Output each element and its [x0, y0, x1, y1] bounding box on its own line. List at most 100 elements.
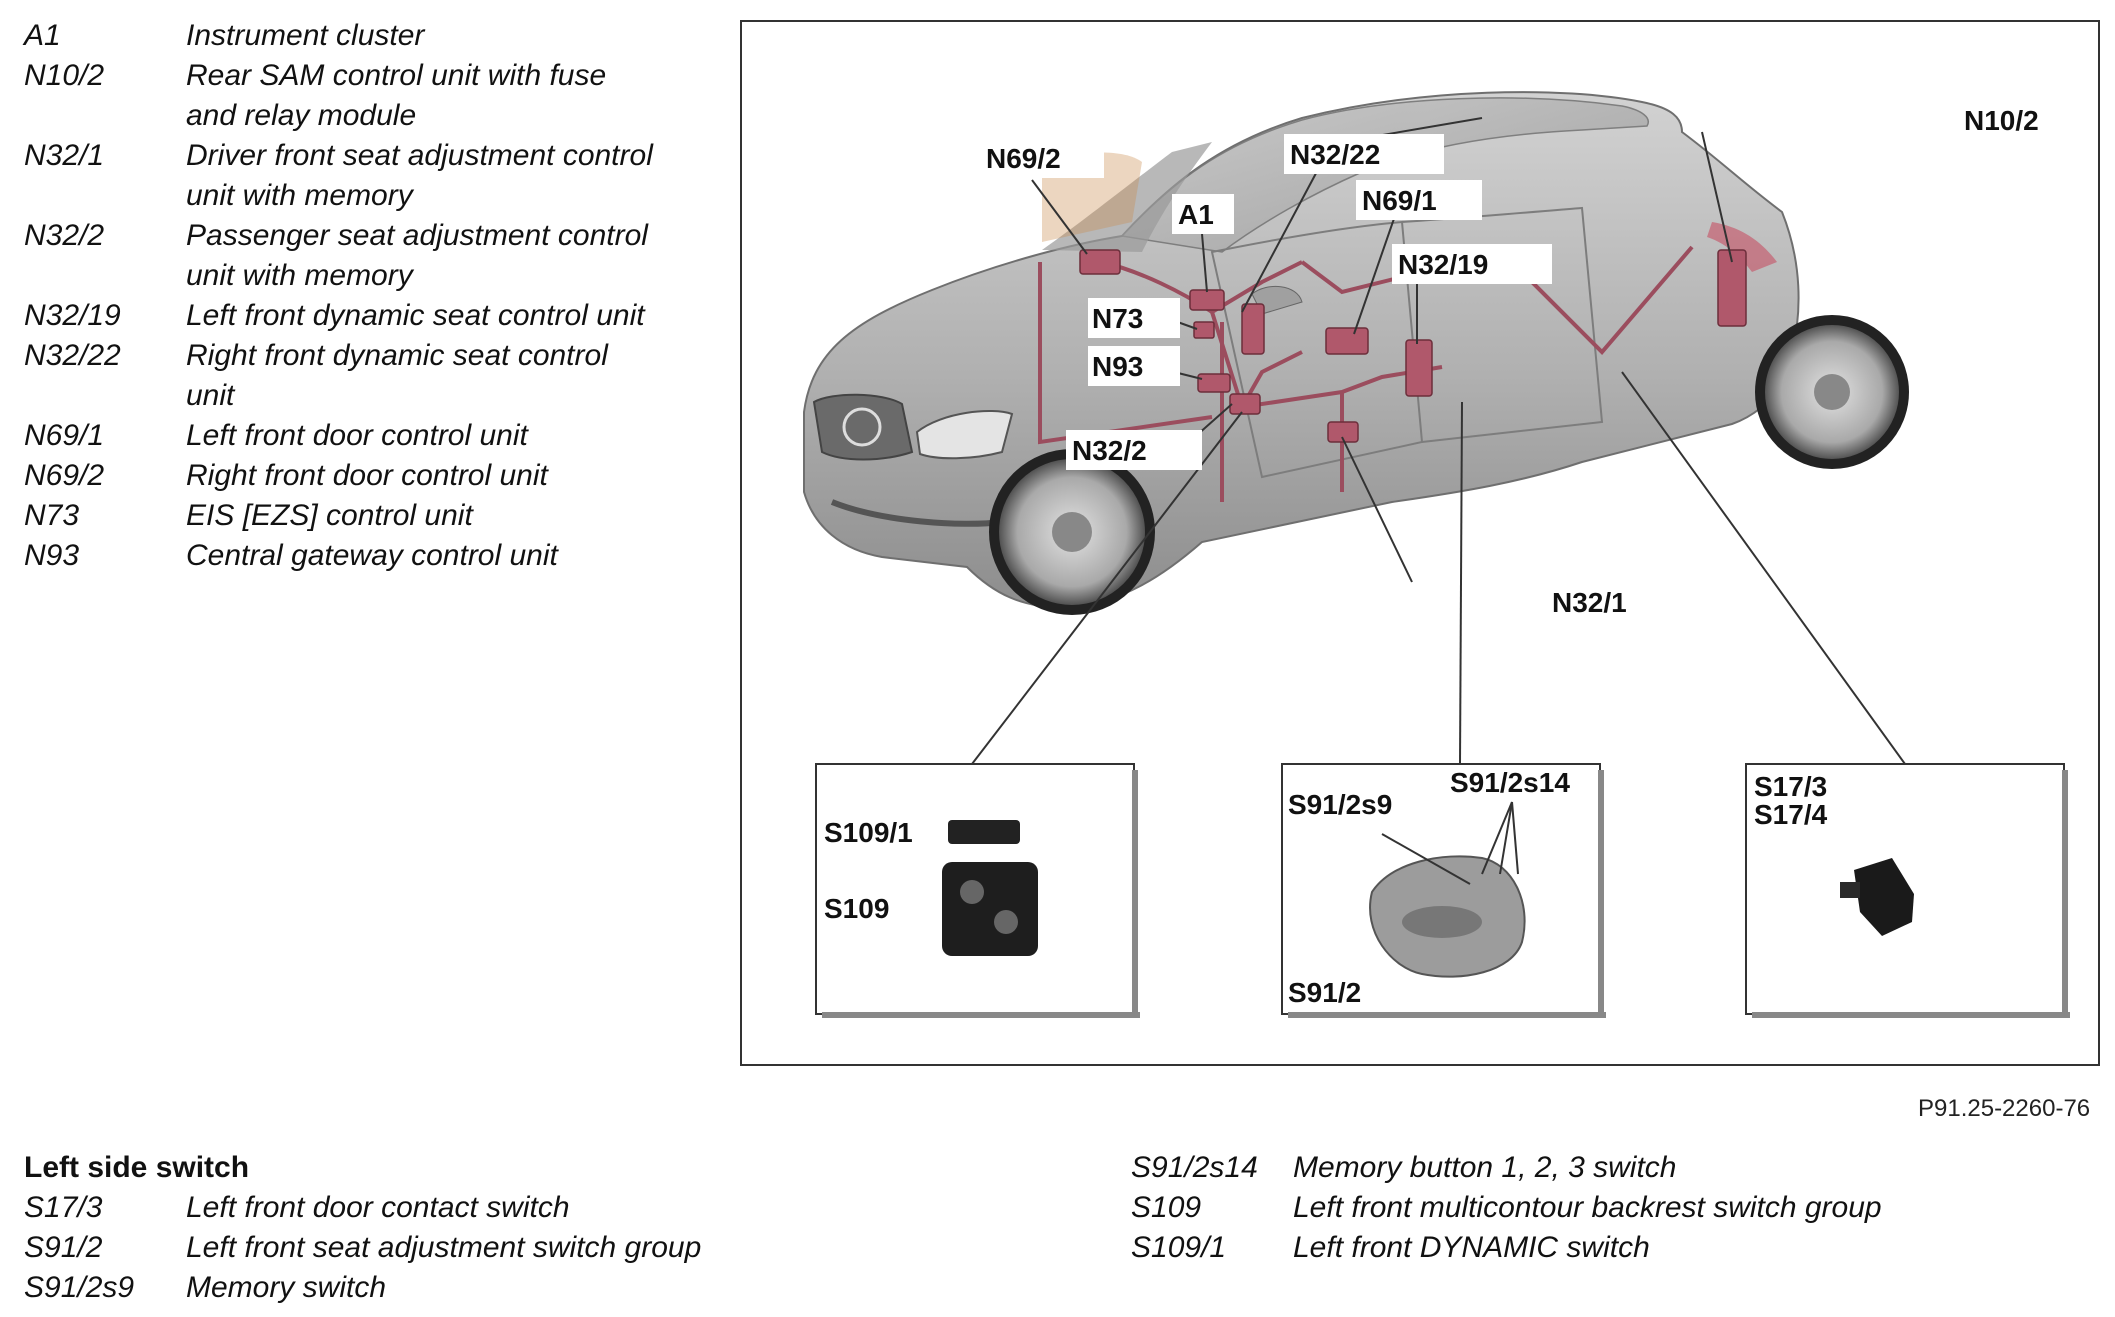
legend-desc: Left front door control unit	[186, 419, 528, 452]
legend-row: S91/2s14 Memory button 1, 2, 3 switch	[1131, 1148, 2091, 1188]
inset-shadow	[2062, 770, 2068, 1018]
switch-knob	[960, 880, 984, 904]
dynamic-switch-image	[948, 820, 1020, 844]
label-s109-1: S109/1	[824, 817, 913, 848]
headlight	[915, 410, 1014, 460]
label-s17-4: S17/4	[1754, 799, 1828, 830]
car-glass	[1120, 97, 1649, 253]
legend-desc: Memory button 1, 2, 3 switch	[1293, 1151, 1677, 1184]
switch-knob	[994, 910, 1018, 934]
label-n10-2: N10/2	[1964, 105, 2039, 136]
switch-legend-title: Left side switch	[24, 1151, 250, 1184]
label-n93: N93	[1092, 351, 1143, 382]
legend-code: S91/2s14	[1131, 1151, 1258, 1184]
legend-code: S109	[1131, 1191, 1202, 1224]
vehicle-diagram: N69/2 N32/22 N10/2 A1 N69/1 N32/19 N73 N…	[740, 20, 2100, 1066]
label-bg	[1172, 194, 1234, 234]
inset-shadow	[1752, 1012, 2070, 1018]
component-labels: N69/2 N32/22 N10/2 A1 N69/1 N32/19 N73 N…	[980, 100, 2086, 618]
legend-code: N93	[24, 539, 80, 572]
label-s17-3: S17/3	[1754, 771, 1827, 802]
vehicle-diagram-svg: N69/2 N32/22 N10/2 A1 N69/1 N32/19 N73 N…	[803, 91, 2086, 1018]
label-n32-19: N32/19	[1398, 249, 1488, 280]
legend-desc: EIS [EZS] control unit	[186, 499, 473, 532]
legend-code: S109/1	[1131, 1231, 1227, 1264]
label-bg	[1960, 100, 2086, 140]
legend-desc: Driver front seat adjustment control uni…	[186, 139, 653, 212]
front-grille	[812, 393, 914, 461]
windshield	[1042, 142, 1212, 252]
inset-shadow	[1132, 770, 1138, 1018]
lower-bumper	[830, 499, 1003, 527]
leader-line	[1381, 833, 1471, 885]
legend-row: N93 Central gateway control unit	[24, 536, 724, 576]
switch-legend-right: S91/2s14 Memory button 1, 2, 3 switch S10…	[1131, 1148, 2091, 1268]
legend-desc: Right front door control unit	[186, 459, 548, 492]
switch-plunger	[1840, 882, 1860, 898]
legend-desc: Central gateway control unit	[186, 539, 558, 572]
backrest-switch-image	[942, 862, 1038, 956]
legend-desc: Left front seat adjustment switch group	[186, 1231, 702, 1264]
label-bg	[1088, 346, 1180, 386]
legend-row: N32/19 Left front dynamic seat control un…	[24, 296, 724, 336]
mercedes-star	[842, 407, 882, 447]
n32-1-unit	[1327, 421, 1359, 443]
label-n32-1: N32/1	[1552, 587, 1627, 618]
legend-row: N73 EIS [EZS] control unit	[24, 496, 724, 536]
rear-wheel-hub	[1814, 374, 1850, 410]
n73-unit	[1193, 321, 1215, 339]
door-line	[1210, 220, 1424, 479]
inset-shadow	[1288, 1012, 1606, 1018]
seat-switch-knob	[1402, 906, 1482, 938]
n93-unit	[1197, 373, 1231, 393]
legend-desc: Instrument cluster	[186, 19, 425, 52]
label-bg	[1088, 298, 1180, 338]
car-illustration	[803, 91, 1909, 615]
legend-code: N69/1	[24, 419, 105, 452]
label-n32-22: N32/22	[1290, 139, 1380, 170]
legend-row: N69/2 Right front door control unit	[24, 456, 724, 496]
label-s109: S109	[824, 893, 889, 924]
legend-code: N73	[24, 499, 80, 532]
control-units	[1079, 249, 1747, 443]
label-bg	[1392, 244, 1552, 284]
label-n32-2: N32/2	[1072, 435, 1147, 466]
legend-desc: Memory switch	[186, 1271, 387, 1304]
leader-line	[1499, 801, 1513, 875]
rear-door-line	[1401, 206, 1604, 443]
front-wheel-hub	[1052, 512, 1092, 552]
label-n69-1: N69/1	[1362, 185, 1437, 216]
label-bg	[1066, 430, 1202, 470]
tail-light	[1707, 222, 1777, 272]
label-s91-2s9: S91/2s9	[1288, 789, 1392, 820]
n69-1-unit	[1325, 327, 1369, 355]
legend-desc: Right front dynamic seat control unit	[186, 339, 608, 412]
inset-s109: S109/1 S109	[815, 763, 1140, 1018]
legend-code: N32/19	[24, 299, 121, 332]
inset-shadow	[1598, 770, 1604, 1018]
legend-code: N69/2	[24, 459, 105, 492]
n10-2-unit	[1717, 249, 1747, 327]
legend-code: N10/2	[24, 59, 105, 92]
n69-2-unit	[1079, 249, 1121, 275]
legend-desc: Rear SAM control unit with fuse and rela…	[186, 59, 607, 132]
n32-22-unit	[1241, 303, 1265, 355]
door-contact-switch-image	[1854, 858, 1914, 936]
leader-line	[1481, 801, 1513, 875]
legend-desc: Left front dynamic seat control unit	[186, 299, 645, 332]
label-bg	[1356, 180, 1482, 220]
legend-row: N69/1 Left front door control unit	[24, 416, 724, 456]
legend-desc: Passenger seat adjustment control unit w…	[186, 219, 648, 292]
legend-desc: Left front door contact switch	[186, 1191, 570, 1224]
n32-2-unit	[1229, 393, 1261, 415]
